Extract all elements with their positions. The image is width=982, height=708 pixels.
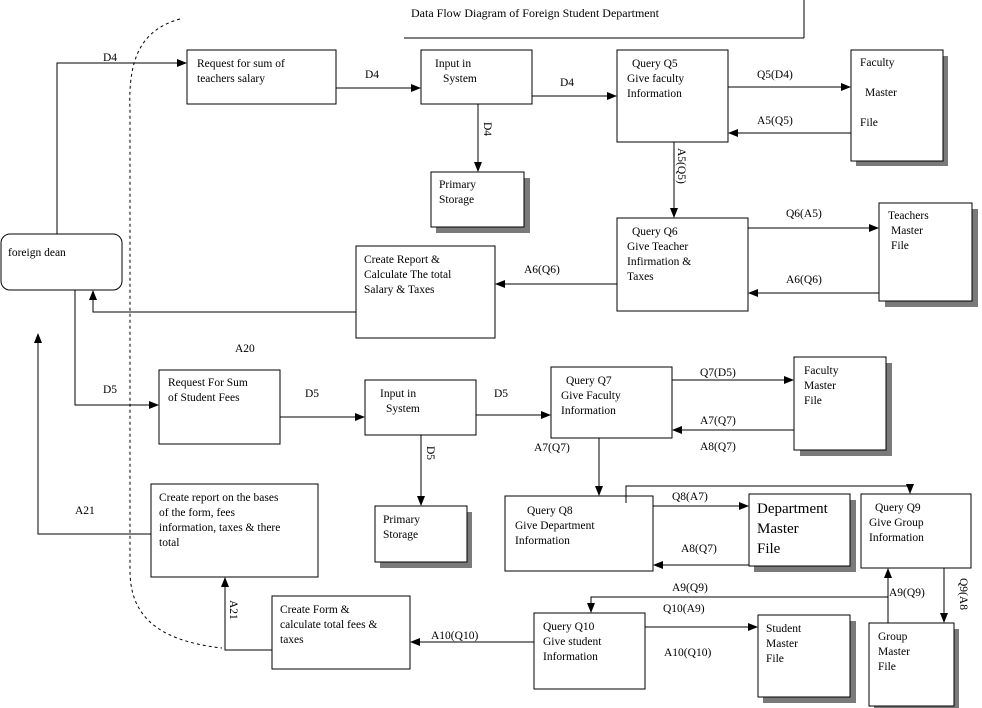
label-d4-a: D4 <box>365 69 379 81</box>
label-a10-q10-b: A10(Q10) <box>664 647 711 659</box>
label-a9-q9-a: A9(Q9) <box>672 582 708 594</box>
flow-d4-dean-request <box>56 59 187 234</box>
diagram-title: Data Flow Diagram of Foreign Student Dep… <box>411 6 660 20</box>
flow-a21-form-report <box>221 577 272 651</box>
flow-report-dean <box>89 290 356 313</box>
foreign-dean-entity: foreign dean <box>0 233 123 291</box>
label-d5-b: D5 <box>305 388 319 400</box>
label-a6-q6-a: A6(Q6) <box>786 274 822 286</box>
label-a6-q6-b: A6(Q6) <box>524 264 560 276</box>
label-q9-a8: Q9(A8 <box>957 578 969 610</box>
svg-text:Create Form &calculate total f: Create Form &calculate total fees &taxes <box>280 604 377 646</box>
label-a7-q7-b: A7(Q7) <box>534 442 570 454</box>
foreign-dean-label: foreign dean <box>8 247 66 259</box>
label-d4-top: D4 <box>103 52 117 64</box>
label-q10-a9: Q10(A9) <box>663 603 705 615</box>
label-a8-q7: A8(Q7) <box>700 441 736 453</box>
process-create-form: Create Form &calculate total fees &taxes <box>271 595 411 670</box>
label-a8-q7-b: A8(Q7) <box>681 543 717 555</box>
flow-a9-q9-q10 <box>587 596 888 613</box>
flow-q8-q9 <box>625 484 914 503</box>
label-d4-vertical: D4 <box>481 122 493 136</box>
label-a21: A21 <box>75 505 95 517</box>
flow-a21-report-dean <box>34 333 151 535</box>
svg-text:Create Report &Calculate The t: Create Report &Calculate The totalSalary… <box>364 254 451 296</box>
label-d4-b: D4 <box>560 77 574 89</box>
label-a21-vertical: A21 <box>227 600 239 620</box>
label-a20: A20 <box>235 343 255 355</box>
flow-lines <box>34 59 948 651</box>
label-d5-vertical: D5 <box>424 446 436 460</box>
system-boundary <box>129 18 223 649</box>
label-a5-q5: A5(Q5) <box>757 115 793 127</box>
flow-labels: D4 D4 D4 D4 Q5(D4) A5(Q5) A5(Q5) Q6(A5) … <box>75 52 969 659</box>
title-block: Data Flow Diagram of Foreign Student Dep… <box>404 0 805 39</box>
label-q8-a7: Q8(A7) <box>672 491 708 503</box>
label-a10-q10-a: A10(Q10) <box>431 630 478 642</box>
label-q6-a5: Q6(A5) <box>786 208 822 220</box>
flow-d5-dean-request <box>74 290 159 409</box>
label-a9-q9-b: A9(Q9) <box>889 587 925 599</box>
label-a7-q7-a: A7(Q7) <box>700 415 736 427</box>
label-d5-a: D5 <box>103 384 117 396</box>
label-d5-c: D5 <box>494 388 508 400</box>
label-q5-d4: Q5(D4) <box>757 69 793 81</box>
label-a5-q5-vertical: A5(Q5) <box>675 148 687 184</box>
label-q7-d5: Q7(D5) <box>700 367 736 379</box>
